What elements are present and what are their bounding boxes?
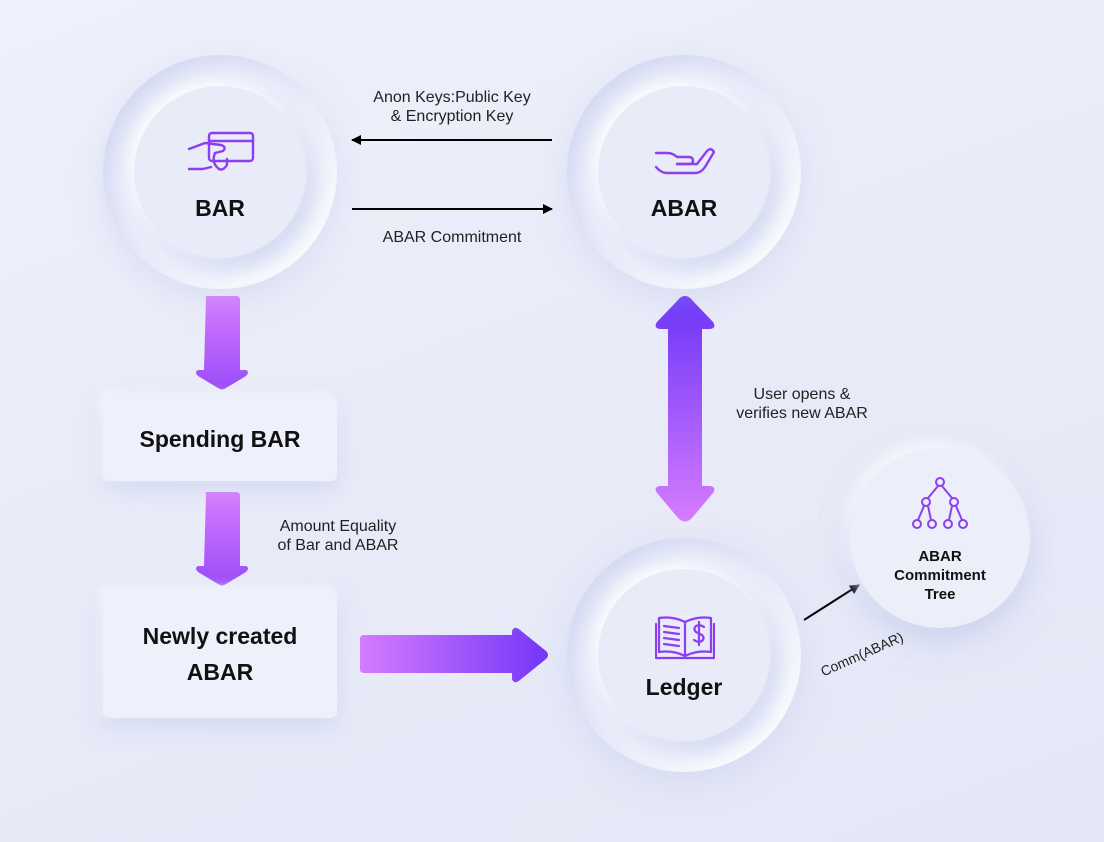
- amount-equality-annotation: Amount Equality of Bar and ABAR: [263, 517, 413, 555]
- arrow-bar-to-spending: [196, 296, 248, 390]
- tree-label-line1: ABAR: [918, 548, 962, 565]
- user-opens-line2: verifies new ABAR: [736, 405, 868, 422]
- tree-network-icon: [912, 477, 968, 529]
- amount-equality-line1: Amount Equality: [279, 518, 397, 535]
- abar-label: ABAR: [650, 195, 718, 221]
- anon-keys-line2: & Encryption Key: [390, 108, 514, 125]
- bar-label: BAR: [195, 195, 245, 221]
- abar-commitment-annotation: ABAR Commitment: [382, 229, 522, 246]
- tree-label-line2: Commitment: [894, 567, 986, 584]
- tree-label-line3: Tree: [924, 586, 956, 603]
- user-opens-annotation: User opens & verifies new ABAR: [722, 385, 882, 423]
- spending-bar-box[interactable]: Spending BAR: [103, 397, 337, 481]
- ledger-node[interactable]: Ledger: [567, 538, 801, 772]
- newly-created-label-line2: ABAR: [186, 659, 254, 685]
- ledger-book-dollar-icon: [655, 616, 715, 660]
- spending-bar-label: Spending BAR: [139, 426, 301, 452]
- newly-created-label-line1: Newly created: [142, 623, 298, 649]
- open-hand-icon: [654, 148, 716, 175]
- arrow-new-to-ledger: [360, 627, 548, 683]
- bar-node[interactable]: BAR: [103, 55, 337, 289]
- anon-keys-annotation: Anon Keys:Public Key & Encryption Key: [352, 88, 552, 126]
- anon-keys-line1: Anon Keys:Public Key: [373, 89, 531, 106]
- abar-commitment-tree-node[interactable]: ABAR Commitment Tree: [850, 448, 1030, 628]
- ledger-label: Ledger: [645, 674, 723, 700]
- arrow-abar-ledger-bidirectional: [655, 296, 715, 522]
- arrow-ledger-to-tree: [803, 584, 860, 621]
- user-opens-line1: User opens &: [753, 386, 851, 403]
- arrow-spending-to-new: [196, 492, 248, 586]
- abar-node[interactable]: ABAR: [567, 55, 801, 289]
- card-in-hand-icon: [187, 131, 255, 171]
- amount-equality-line2: of Bar and ABAR: [277, 537, 399, 554]
- tree-label: ABAR Commitment Tree: [850, 547, 1030, 604]
- newly-created-abar-box[interactable]: Newly created ABAR: [103, 590, 337, 718]
